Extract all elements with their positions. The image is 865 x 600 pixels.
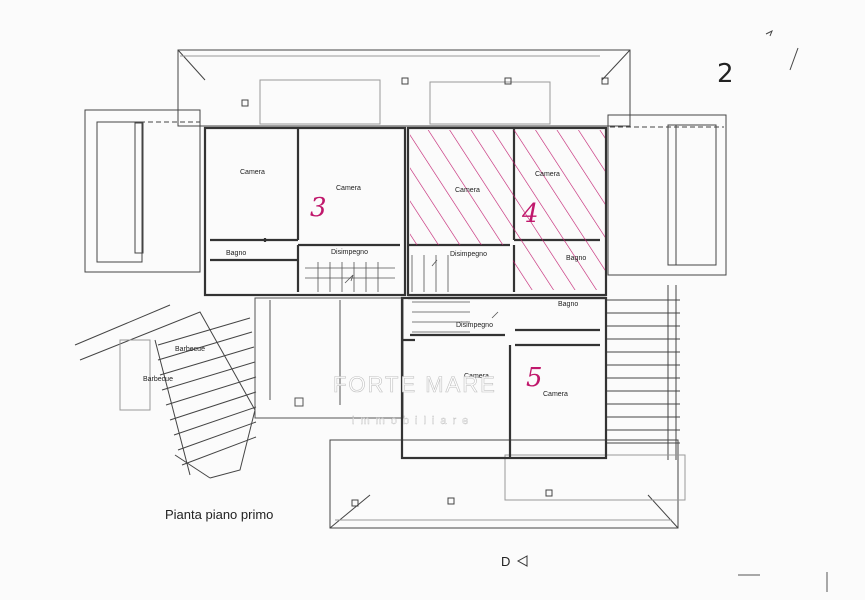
unit-number: 4: [521, 199, 539, 229]
left-terrace: [84, 109, 201, 273]
pergola-left: [74, 304, 257, 479]
unit-number: 3: [310, 193, 327, 223]
room-label: Camera: [464, 373, 489, 380]
room-label: Camera: [455, 187, 480, 194]
room-label: Bagno: [226, 250, 246, 257]
staircase: [305, 255, 499, 333]
scribble-mark: [765, 29, 799, 71]
room-label: Bagno: [558, 301, 578, 308]
hatched-area: [410, 130, 605, 290]
orientation-arrow-icon: [516, 555, 528, 567]
roof-outline: [177, 49, 679, 529]
scan-marks: [738, 572, 828, 592]
watermark-line-2: immobiliare: [352, 415, 474, 427]
watermark-line-1: FORTE MARE: [333, 372, 497, 397]
room-label: Bagno: [566, 255, 586, 262]
room-label: Disimpegno: [456, 322, 493, 329]
room-label: Disimpegno: [450, 251, 487, 258]
right-terrace: [607, 114, 727, 276]
room-label: Camera: [543, 391, 568, 398]
orientation-label: D: [501, 554, 510, 569]
unit-number: 5: [526, 363, 543, 393]
pergola-right: [504, 285, 686, 501]
room-label: Camera: [240, 169, 265, 176]
room-label: Barbecue: [175, 346, 205, 353]
room-label: Camera: [336, 185, 361, 192]
courtyard: [254, 297, 404, 419]
room-label: Camera: [535, 171, 560, 178]
room-label: Barbecue: [143, 376, 173, 383]
room-label: Disimpegno: [331, 249, 368, 256]
plan-title: Pianta piano primo: [165, 507, 273, 522]
page-number: 2: [717, 59, 734, 89]
